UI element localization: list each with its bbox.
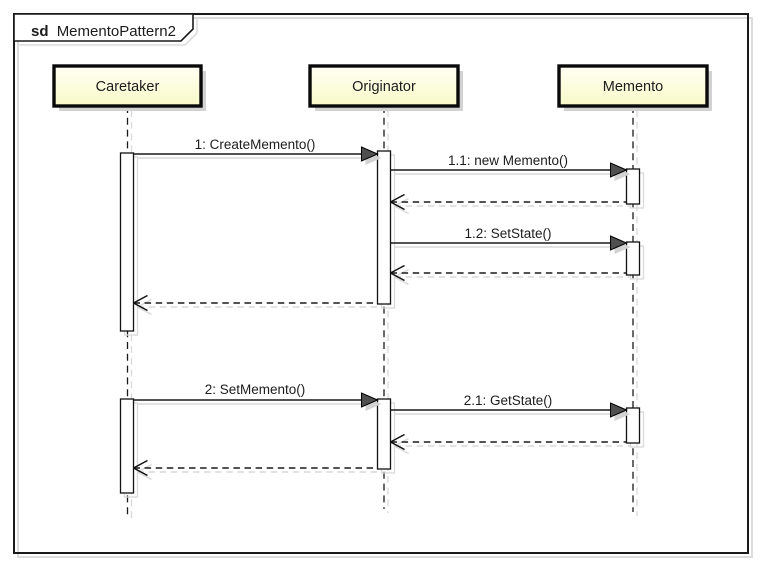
frame-tab xyxy=(13,13,194,42)
arrowhead-solid-icon xyxy=(610,162,628,178)
lifeline-head-memento: Memento xyxy=(557,64,712,111)
head-box xyxy=(557,64,709,108)
frame-title: sd MementoPattern2 xyxy=(31,23,176,40)
lifeline-name-memento: Memento xyxy=(603,79,663,95)
arrowhead-solid-icon xyxy=(610,235,628,251)
message-get-state: 2.1: GetState() xyxy=(390,393,631,421)
frame-title-tab: sd MementoPattern2 xyxy=(13,13,198,46)
reply-message-create-memento xyxy=(133,294,382,316)
frame-border xyxy=(13,13,749,554)
activation-caretaker-2 xyxy=(119,398,135,494)
arrowhead-open-icon xyxy=(390,193,405,211)
frame-border-shadow xyxy=(17,17,753,558)
frame-keyword-label: sd xyxy=(31,23,49,40)
lifeline-name-caretaker: Caretaker xyxy=(96,79,160,95)
reply-message-set-memento xyxy=(133,459,382,481)
lifeline-memento xyxy=(632,106,638,516)
message-label: 2.1: GetState() xyxy=(464,393,553,408)
message-set-state: 1.2: SetState() xyxy=(390,226,631,254)
message-set-memento: 2: SetMemento() xyxy=(133,382,382,411)
reply-message-get-state xyxy=(390,433,631,455)
frame-title-label: MementoPattern2 xyxy=(57,23,176,40)
arrowhead-open-icon xyxy=(133,459,148,477)
arrowhead-solid-icon xyxy=(361,392,379,408)
diagram-frame: sd MementoPattern2 xyxy=(13,13,753,558)
reply-message-set-state xyxy=(390,264,631,286)
activation-originator-1 xyxy=(376,150,392,305)
lifeline-head-originator: Originator xyxy=(308,64,463,111)
message-new-memento: 1.1: new Memento() xyxy=(390,153,631,181)
message-label: 1: CreateMemento() xyxy=(195,137,316,152)
activation-caretaker-1 xyxy=(119,152,135,332)
head-box xyxy=(308,64,460,108)
activation-bars xyxy=(119,150,645,498)
activation-originator-2 xyxy=(376,398,392,470)
arrowhead-solid-icon xyxy=(361,146,379,162)
arrowhead-open-icon xyxy=(390,433,405,451)
activation-memento-2 xyxy=(625,241,641,276)
activation-memento-3 xyxy=(625,407,641,444)
message-label: 1.1: new Memento() xyxy=(448,153,568,168)
reply-message-new-memento xyxy=(390,193,631,215)
arrowhead-open-icon xyxy=(390,264,405,282)
message-label: 1.2: SetState() xyxy=(464,226,551,241)
message-label: 2: SetMemento() xyxy=(205,382,306,397)
arrowhead-solid-icon xyxy=(610,402,628,418)
arrowhead-open-icon xyxy=(133,294,148,312)
message-create-memento: 1: CreateMemento() xyxy=(133,137,382,165)
lifeline-head-caretaker: Caretaker xyxy=(52,64,206,111)
lifeline-name-originator: Originator xyxy=(352,79,416,95)
activation-memento-1 xyxy=(625,168,641,205)
head-box xyxy=(52,64,203,108)
